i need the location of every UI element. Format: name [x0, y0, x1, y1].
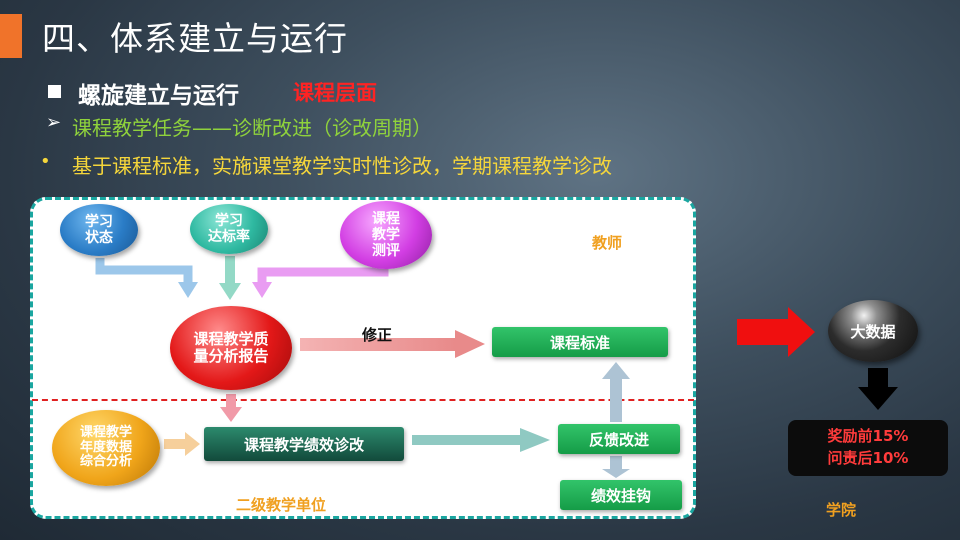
big-data-node: 大数据 [828, 300, 918, 362]
basis-line: 基于课程标准，实施课堂教学实时性诊改，学期课程教学诊改 [72, 154, 612, 178]
learning-rate-node: 学习 达标率 [190, 204, 268, 254]
title-accent-bar [0, 14, 22, 58]
section-tag: 课程层面 [293, 81, 377, 105]
task-line: 课程教学任务——诊断改进（诊改周期） [72, 116, 432, 140]
feedback-improve-box: 反馈改进 [558, 424, 680, 454]
course-standard-box: 课程标准 [492, 327, 668, 357]
arrow-bigdata-down-shaft [868, 368, 888, 388]
annual-analysis-node: 课程教学 年度数据 综合分析 [52, 410, 160, 486]
reward-text: 奖励前15% [827, 427, 909, 446]
reward-policy-box: 奖励前15% 问责后10% [788, 420, 948, 476]
revise-label: 修正 [362, 326, 393, 344]
department-label: 二级教学单位 [236, 496, 327, 514]
square-bullet-icon [48, 85, 61, 98]
quality-report-node: 课程教学质 量分析报告 [170, 306, 292, 390]
performance-link-box: 绩效挂钩 [560, 480, 682, 510]
arrow-to-bigdata-head [788, 307, 815, 357]
arrow-bigdata-down-head [858, 387, 898, 410]
course-evaluation-node: 课程 教学 测评 [340, 201, 432, 269]
arrow-bullet-icon: ➢ [46, 112, 62, 133]
teacher-label: 教师 [592, 234, 623, 252]
level-divider [32, 399, 694, 401]
section-heading: 螺旋建立与运行 [78, 83, 239, 109]
college-label: 学院 [826, 501, 857, 519]
learning-status-node: 学习 状态 [60, 204, 138, 256]
page-title: 四、体系建立与运行 [42, 19, 348, 58]
performance-diagnosis-box: 课程教学绩效诊改 [204, 427, 404, 461]
arrow-to-bigdata-shaft [737, 319, 789, 345]
dot-bullet-icon: • [40, 151, 51, 172]
accountability-text: 问责后10% [827, 449, 909, 467]
